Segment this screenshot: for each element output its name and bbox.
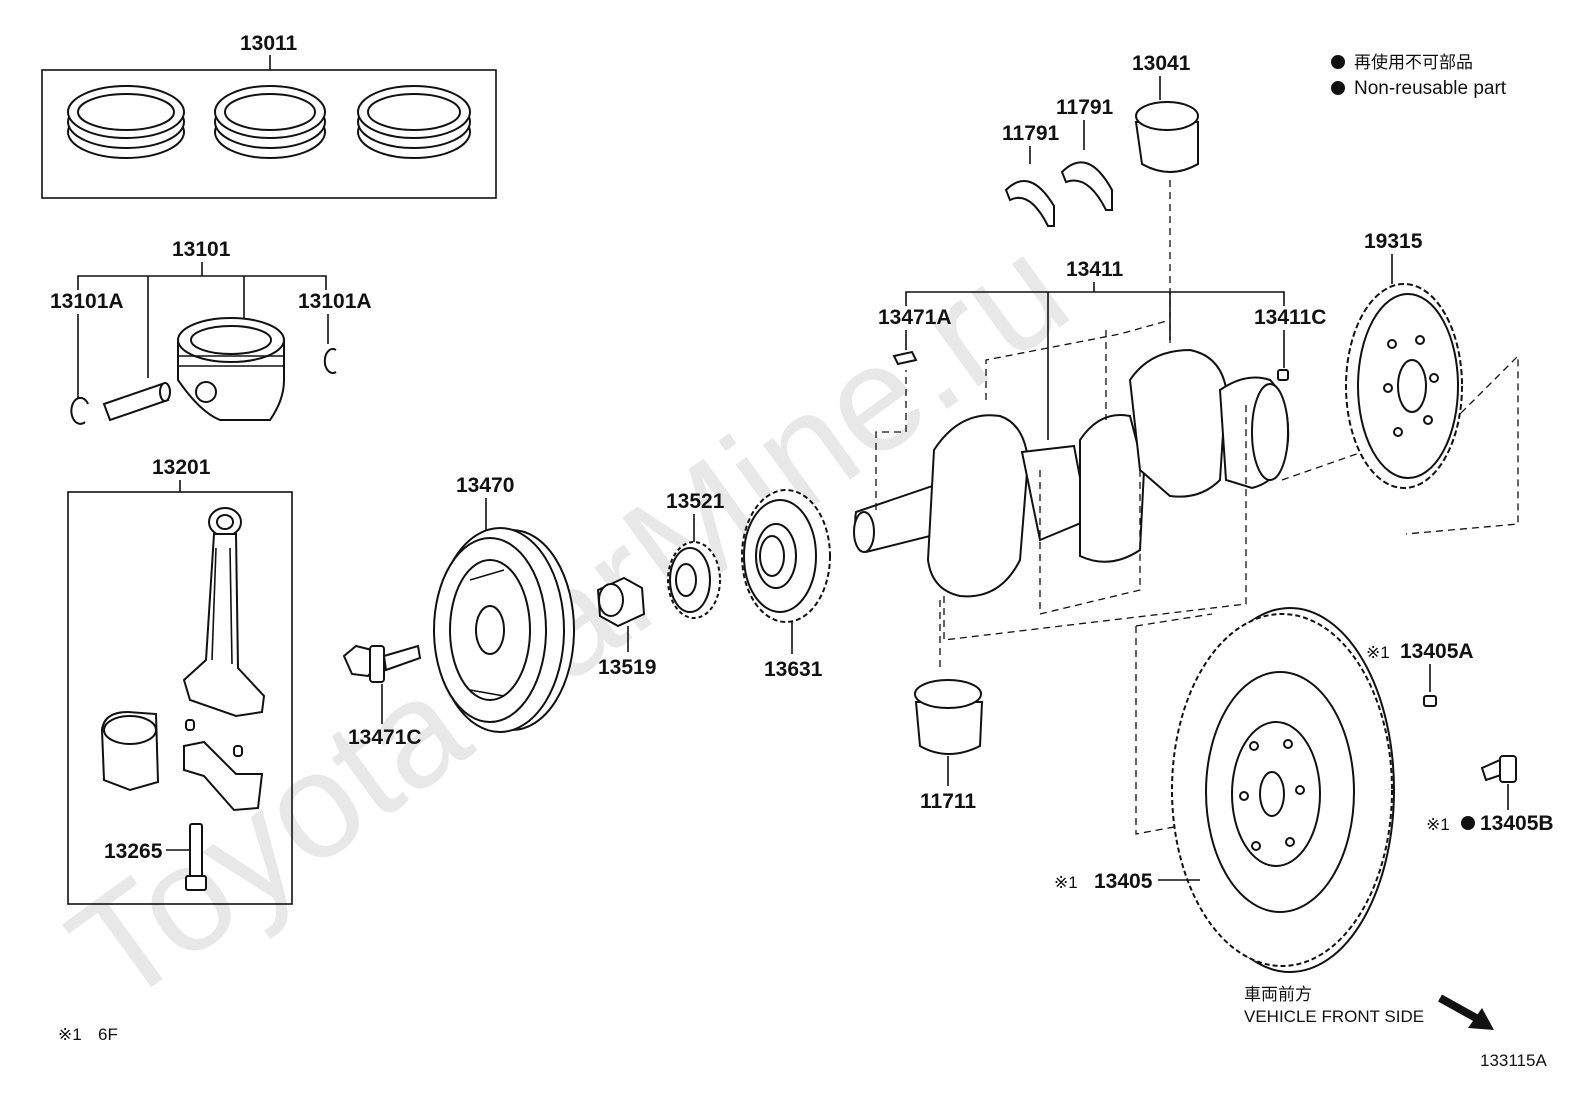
piston-pin-icon — [102, 382, 171, 422]
legend-en: Non-reusable part — [1354, 78, 1507, 99]
label-13405[interactable]: 13405 — [1094, 870, 1153, 893]
label-13201[interactable]: 13201 — [152, 456, 211, 479]
label-11791-right[interactable]: 11791 — [1056, 96, 1114, 119]
footnote-text: 6F — [98, 1025, 118, 1044]
timing-rotor-plate-icon — [1345, 283, 1463, 489]
label-13265[interactable]: 13265 — [104, 840, 163, 863]
crankshaft-gear-icon — [741, 489, 831, 623]
label-11711[interactable]: 11711 — [920, 790, 976, 813]
label-13405B[interactable]: 13405B — [1480, 812, 1554, 835]
label-13519[interactable]: 13519 — [598, 656, 656, 679]
pulley-bolt-icon — [342, 644, 422, 683]
snap-ring-icon — [323, 348, 337, 374]
note-mark-13405A: ※1 — [1366, 643, 1390, 662]
label-19315[interactable]: 19315 — [1364, 230, 1423, 253]
label-13011[interactable]: 13011 — [240, 32, 298, 55]
label-13101[interactable]: 13101 — [172, 238, 231, 261]
connecting-rod-bearing-icon — [100, 710, 160, 792]
snap-ring-icon — [70, 396, 89, 425]
label-13521[interactable]: 13521 — [666, 490, 725, 513]
label-13471C[interactable]: 13471C — [348, 726, 422, 749]
figure-id: 133115A — [1480, 1051, 1547, 1070]
main-bearing-icon — [914, 679, 984, 755]
piston-ring-icon — [214, 85, 326, 159]
non-reusable-bullet-icon — [1461, 816, 1475, 830]
non-reusable-bullet-icon — [1331, 55, 1345, 69]
front-direction-arrow-icon — [1438, 994, 1494, 1030]
connecting-rod-icon — [182, 507, 266, 812]
piston-ring-icon — [67, 85, 185, 159]
crankshaft-pin-icon — [1277, 369, 1289, 381]
note-mark-13405B: ※1 — [1426, 815, 1450, 834]
label-13470[interactable]: 13470 — [456, 474, 514, 497]
label-13405A[interactable]: 13405A — [1400, 640, 1474, 663]
connecting-rod-bolt-icon — [185, 823, 207, 891]
crankshaft-bearing-icon — [1134, 101, 1199, 173]
footnote-mark: ※1 — [58, 1025, 82, 1044]
note-mark-13405: ※1 — [1054, 873, 1078, 892]
flywheel-pin-icon — [1423, 695, 1437, 707]
direction-jp: 車両前方 — [1244, 985, 1312, 1004]
crankshaft-icon — [853, 348, 1290, 598]
direction-en: VEHICLE FRONT SIDE — [1244, 1007, 1424, 1026]
legend-jp: 再使用不可部品 — [1354, 52, 1473, 72]
non-reusable-bullet-icon — [1331, 81, 1345, 95]
label-13631[interactable]: 13631 — [764, 658, 823, 681]
flywheel-icon — [1171, 607, 1395, 973]
woodruff-key-icon — [892, 350, 918, 366]
thrust-washer-icon — [1060, 161, 1113, 211]
connecting-rod-box — [67, 491, 293, 905]
label-13411C[interactable]: 13411C — [1254, 306, 1326, 329]
flywheel-bolt-icon — [1480, 755, 1517, 783]
piston-ring-set-box — [41, 69, 497, 199]
piston-icon — [177, 317, 285, 421]
label-13411[interactable]: 13411 — [1066, 258, 1124, 281]
thrust-washer-icon — [1004, 180, 1055, 227]
spacer-collar-icon — [596, 576, 646, 628]
label-13041[interactable]: 13041 — [1132, 52, 1191, 75]
crankshaft-timing-sprocket-icon — [667, 541, 721, 619]
crankshaft-pulley-icon — [433, 527, 575, 733]
label-13101A-left[interactable]: 13101A — [50, 290, 124, 313]
piston-ring-icon — [357, 85, 471, 159]
label-11791-left[interactable]: 11791 — [1002, 122, 1060, 145]
label-13101A-right[interactable]: 13101A — [298, 290, 372, 313]
label-13471A[interactable]: 13471A — [878, 306, 952, 329]
